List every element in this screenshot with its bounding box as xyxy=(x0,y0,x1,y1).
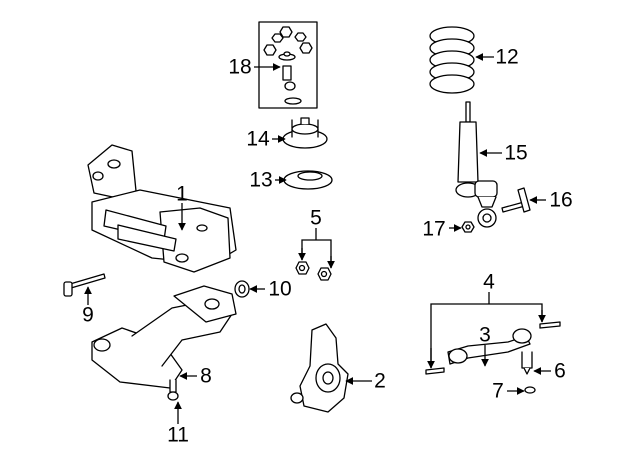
callout-2: 2 xyxy=(374,369,386,393)
callout-15: 15 xyxy=(504,141,528,165)
callout-5: 5 xyxy=(310,206,322,230)
callout-13: 13 xyxy=(249,168,273,192)
coil-spring xyxy=(429,26,475,94)
callout-6: 6 xyxy=(554,359,566,383)
leader-lines xyxy=(84,53,551,424)
lower-control-arm xyxy=(91,285,237,401)
callout-10: 10 xyxy=(268,277,292,301)
nuts-pair xyxy=(295,261,332,281)
frame-crossmember xyxy=(87,144,237,273)
shock-absorber xyxy=(455,101,498,228)
bushing xyxy=(234,280,250,298)
upper-control-arm xyxy=(425,321,561,394)
callout-4: 4 xyxy=(483,270,495,294)
callout-1: 1 xyxy=(176,182,188,206)
callout-17: 17 xyxy=(422,217,446,241)
callout-16: 16 xyxy=(549,188,573,212)
callout-14: 14 xyxy=(246,127,270,151)
shock-bolt xyxy=(501,187,531,213)
cam-bolt xyxy=(63,273,106,297)
callout-3: 3 xyxy=(479,323,491,347)
strut-mount xyxy=(282,117,328,149)
callout-9: 9 xyxy=(82,303,94,327)
spring-insulator xyxy=(283,170,333,190)
shock-nut xyxy=(461,221,475,233)
hardware-kit xyxy=(258,21,318,109)
steering-knuckle xyxy=(290,323,349,413)
callout-8: 8 xyxy=(200,364,212,388)
callout-11: 11 xyxy=(167,423,189,447)
callout-12: 12 xyxy=(495,45,519,69)
callout-18: 18 xyxy=(228,55,252,79)
callout-7: 7 xyxy=(492,379,504,403)
